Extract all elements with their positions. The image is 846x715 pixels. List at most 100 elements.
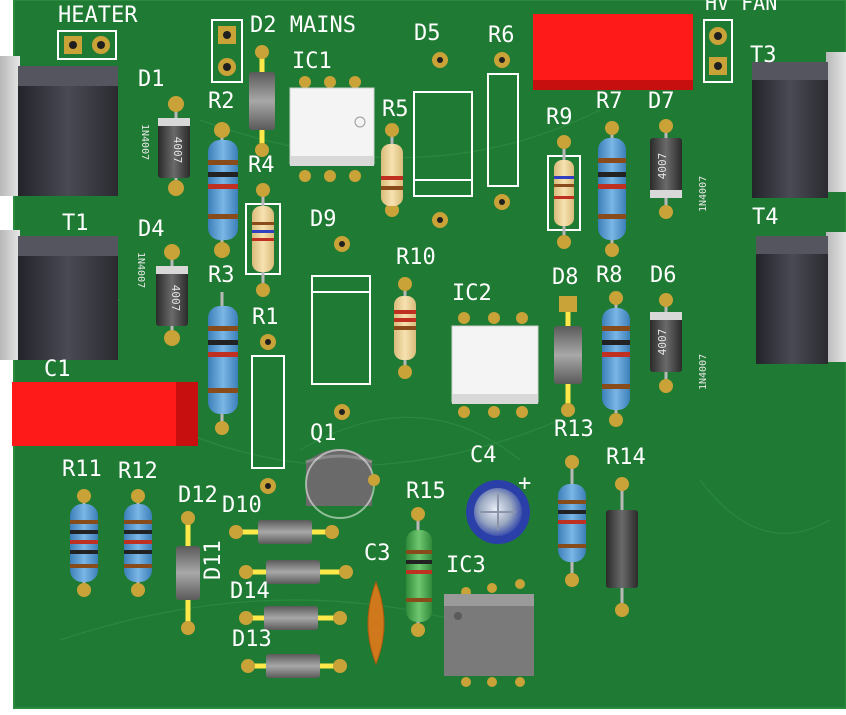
d7-1n4007: 1N4007 bbox=[698, 176, 709, 212]
d6-1n4007: 1N4007 bbox=[698, 354, 709, 390]
label-plus: + bbox=[518, 471, 531, 496]
r7-band-4 bbox=[598, 214, 626, 219]
r9-band-3 bbox=[554, 196, 574, 199]
r7-band-3 bbox=[598, 184, 626, 189]
q1-top-edge bbox=[305, 454, 373, 464]
d4-part: 4007 bbox=[169, 285, 182, 312]
d6-pad-2 bbox=[659, 379, 673, 393]
r15-pad-2 bbox=[411, 623, 425, 637]
r10-band-1 bbox=[394, 310, 416, 314]
r3-body bbox=[208, 306, 238, 414]
label-r15: R15 bbox=[406, 479, 446, 504]
r1-hole-1 bbox=[265, 339, 271, 345]
d6-pad-1 bbox=[659, 293, 673, 307]
r2-band-4 bbox=[208, 214, 238, 219]
d4-pad-2 bbox=[164, 330, 180, 346]
d8-body bbox=[554, 326, 582, 384]
r15-band-2 bbox=[406, 560, 432, 564]
r11-pad-1 bbox=[77, 489, 91, 503]
heater-connector-outline bbox=[57, 30, 117, 60]
heatsink-t3 bbox=[752, 52, 846, 198]
label-d14: D14 bbox=[230, 579, 270, 604]
label-d11: D11 bbox=[201, 540, 226, 580]
r7-band-2 bbox=[598, 172, 626, 177]
d4-1n4007: 1N4007 bbox=[135, 252, 146, 288]
label-r1: R1 bbox=[252, 305, 279, 330]
r13-pad-2 bbox=[565, 573, 579, 587]
label-ic3: IC3 bbox=[446, 553, 486, 578]
relay-top-shade bbox=[533, 80, 693, 90]
hvfan-hole-2 bbox=[714, 62, 722, 70]
label-r6: R6 bbox=[488, 23, 515, 48]
r13-pad-1 bbox=[565, 455, 579, 469]
d-vert-1-pad-1 bbox=[255, 45, 269, 59]
d8-pad-1 bbox=[559, 296, 577, 312]
r3-pad bbox=[215, 421, 229, 435]
d13-body bbox=[266, 654, 320, 678]
r9-pad-2 bbox=[557, 235, 571, 249]
d10-pad-1 bbox=[229, 525, 243, 539]
d5-hole-2 bbox=[437, 217, 443, 223]
label-d9: D9 bbox=[310, 207, 337, 232]
r3-band-2 bbox=[208, 340, 238, 345]
r12-band-2 bbox=[124, 530, 152, 534]
r15-band-3 bbox=[406, 570, 432, 574]
label-c3: C3 bbox=[364, 541, 391, 566]
label-t1: T1 bbox=[62, 211, 89, 236]
r15-pad-1 bbox=[411, 507, 425, 521]
d12-body bbox=[176, 546, 200, 600]
label-t3: T3 bbox=[750, 43, 777, 68]
r10-band-2 bbox=[394, 318, 416, 322]
d1-band bbox=[158, 118, 190, 126]
label-r3: R3 bbox=[208, 263, 235, 288]
r8-band-3 bbox=[602, 352, 630, 357]
d6-part: 4007 bbox=[656, 329, 669, 356]
r9-band-2 bbox=[554, 184, 574, 187]
r15-band-4 bbox=[406, 598, 432, 602]
label-r4: R4 bbox=[248, 153, 275, 178]
r12-band-4 bbox=[124, 550, 152, 554]
r1-outline bbox=[251, 355, 285, 469]
r14-pad-2 bbox=[615, 603, 629, 617]
r12-pad-1 bbox=[131, 489, 145, 503]
d12-pad-1 bbox=[181, 511, 195, 525]
d1-body bbox=[158, 118, 190, 178]
d1-pad-1 bbox=[168, 96, 184, 112]
d10-body bbox=[258, 520, 312, 544]
hvfan-hole-1 bbox=[714, 32, 722, 40]
label-d12: D12 bbox=[178, 483, 218, 508]
d6-body bbox=[650, 312, 682, 372]
r10-pad-1 bbox=[398, 277, 412, 291]
label-r2: R2 bbox=[208, 89, 235, 114]
label-hv-fan: HV FAN bbox=[705, 0, 777, 15]
r11-band-2 bbox=[70, 530, 98, 534]
d-vert-1-pad-2 bbox=[255, 143, 269, 157]
q1-pad bbox=[368, 474, 380, 486]
d1-1n4007: 1N4007 bbox=[139, 124, 150, 160]
label-d13: D13 bbox=[232, 627, 272, 652]
r3-band-4 bbox=[208, 388, 238, 393]
r10-pad-2 bbox=[398, 365, 412, 379]
r4-band-1 bbox=[252, 222, 274, 225]
d5-outline bbox=[413, 91, 473, 197]
r8-band-2 bbox=[602, 340, 630, 345]
heatsink-t1 bbox=[0, 230, 118, 360]
label-d2-mains: D2 MAINS bbox=[250, 13, 356, 38]
r11-band-4 bbox=[70, 550, 98, 554]
d8-pad-2 bbox=[561, 403, 575, 417]
r13-band-1 bbox=[558, 500, 586, 504]
d-mid-pad-2 bbox=[339, 565, 353, 579]
r3-band-1 bbox=[208, 326, 238, 331]
r10-band-3 bbox=[394, 326, 416, 330]
d-vert-1-body bbox=[249, 72, 275, 130]
d14-pad-1 bbox=[239, 611, 253, 625]
r15-band-1 bbox=[406, 550, 432, 554]
r4-pad-2 bbox=[256, 283, 270, 297]
relay-c1-side bbox=[176, 382, 198, 446]
d6-band bbox=[650, 312, 682, 320]
d7-pad-1 bbox=[659, 119, 673, 133]
r13-band-4 bbox=[558, 544, 586, 548]
d9-outline bbox=[311, 275, 371, 385]
label-r5: R5 bbox=[382, 97, 409, 122]
